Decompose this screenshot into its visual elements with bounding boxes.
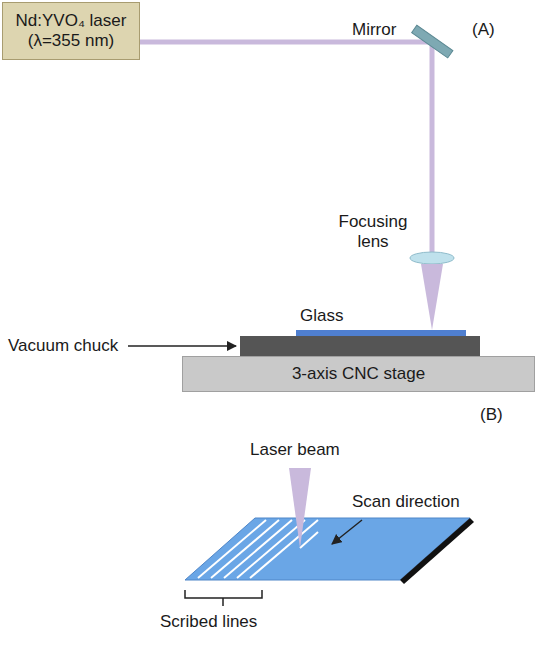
scribe-in-progress — [300, 532, 318, 548]
panel-label: (A) — [472, 20, 495, 40]
node-text: 3-axis CNC stage — [292, 364, 425, 384]
leader-arrow — [128, 345, 236, 347]
panel-label: (B) — [480, 405, 503, 425]
mirror — [412, 25, 453, 58]
scribe-line — [211, 520, 279, 578]
glass-plate — [185, 518, 470, 580]
plate-edge — [400, 518, 474, 584]
vacuum-chuck — [240, 336, 480, 356]
laser-beam-cone — [289, 468, 311, 548]
bracket — [185, 590, 262, 598]
node-text: Nd:YVO₄ laser (λ=355 nm) — [11, 11, 131, 52]
scribe-line — [237, 520, 305, 578]
focused-beam — [421, 264, 443, 330]
focusing-lens — [410, 252, 454, 264]
scribe-line — [224, 520, 292, 578]
part-label: Scan direction — [352, 492, 460, 512]
part-label: Focusing lens — [333, 212, 413, 253]
part-label: Glass — [300, 306, 343, 326]
scribe-line — [198, 520, 266, 578]
glass-sample — [296, 330, 466, 336]
part-label: Vacuum chuck — [8, 336, 118, 356]
laser-beam — [140, 40, 428, 45]
scan-arrow — [332, 520, 362, 544]
part-label: Scribed lines — [160, 612, 257, 632]
cnc-stage: 3-axis CNC stage — [182, 356, 535, 392]
part-label: Mirror — [352, 20, 396, 40]
part-label: Laser beam — [250, 440, 340, 460]
laser-source: Nd:YVO₄ laser (λ=355 nm) — [2, 2, 140, 60]
scribe-line — [250, 520, 318, 578]
bracket — [222, 598, 224, 606]
laser-beam — [430, 46, 435, 256]
